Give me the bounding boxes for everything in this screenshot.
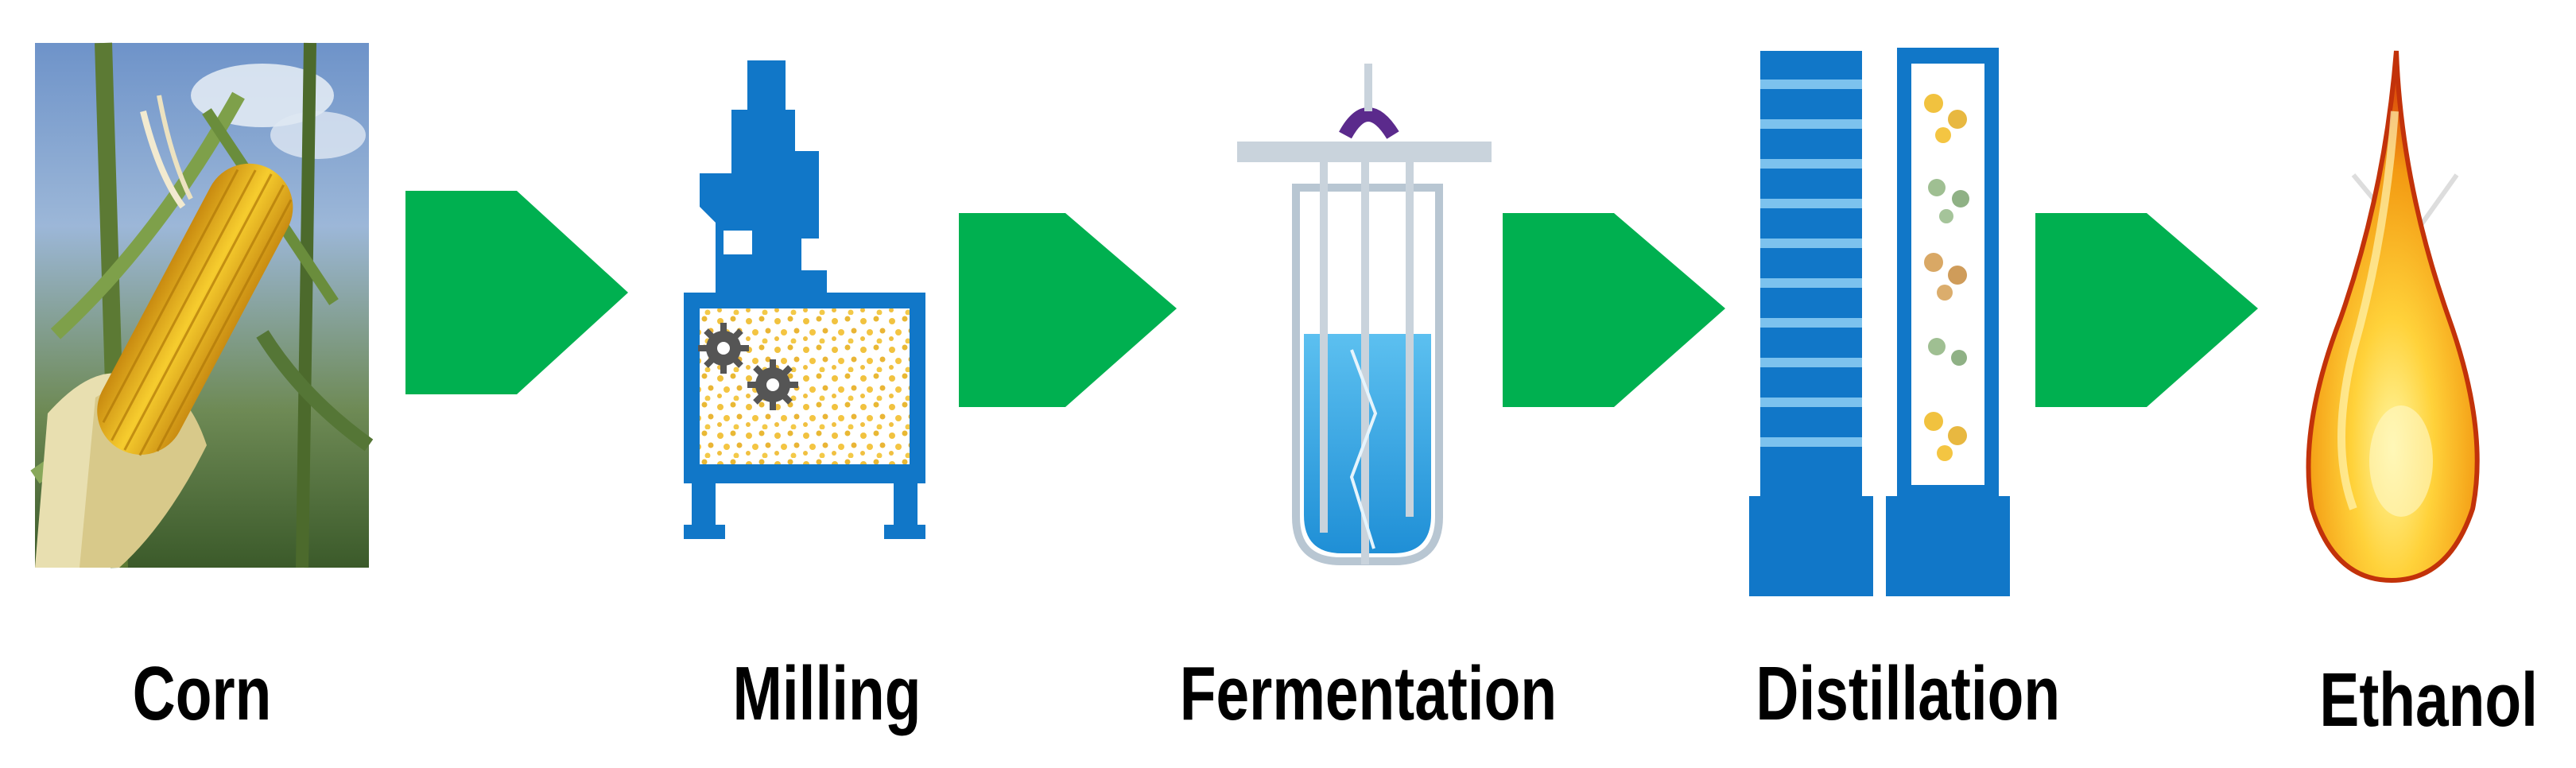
step-label-ethanol: Ethanol bbox=[2319, 657, 2538, 743]
flow-arrow-2 bbox=[959, 213, 1177, 407]
distillation-column-icon bbox=[1749, 48, 2010, 596]
flow-arrow-1 bbox=[405, 191, 628, 394]
mill-machine-icon bbox=[684, 60, 925, 539]
step-label-corn: Corn bbox=[132, 651, 272, 736]
flow-arrow-4 bbox=[2035, 213, 2258, 407]
ethanol-flame-drop-icon bbox=[2306, 50, 2480, 584]
fermenter-vessel-icon bbox=[1237, 64, 1492, 565]
step-label-distillation: Distillation bbox=[1755, 651, 2061, 736]
corn-photo-icon bbox=[30, 42, 374, 568]
step-label-milling: Milling bbox=[732, 651, 921, 736]
step-label-fermentation: Fermentation bbox=[1179, 651, 1558, 736]
flow-arrow-3 bbox=[1503, 213, 1725, 407]
